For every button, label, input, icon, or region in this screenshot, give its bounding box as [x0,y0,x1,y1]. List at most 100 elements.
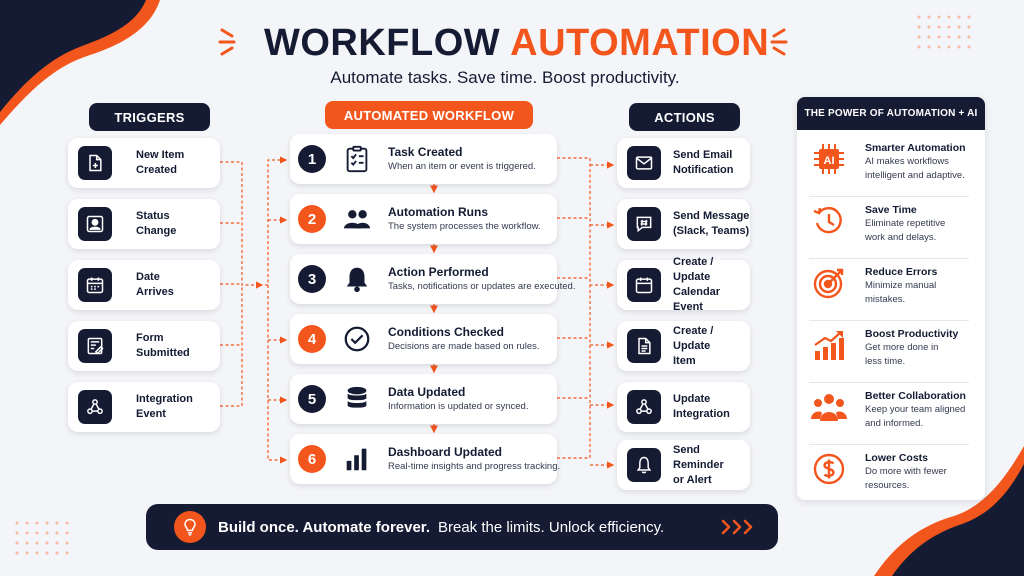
users-icon [340,202,374,236]
step-description: Decisions are made based on rules. [388,341,540,352]
step-number: 6 [298,445,326,473]
banner-text: Break the limits. Unlock efficiency. [438,518,665,536]
action-label: Integration [673,408,730,420]
benefit-desc: less time. [865,356,906,367]
step-description: Real-time insights and progress tracking… [388,461,561,472]
bell-icon [627,448,661,482]
benefit-title: Smarter Automation [865,142,966,154]
trigger-label: Event [136,408,166,420]
action-label: Send Message [673,210,750,222]
benefit-title: Save Time [865,204,917,216]
webhook-icon [627,390,661,424]
action-send-message[interactable]: Send Message (Slack, Teams) [617,199,750,249]
document-icon [627,329,661,363]
team-icon [809,387,849,427]
benefit-desc: Do more with fewer [865,466,947,477]
step-number: 2 [298,205,326,233]
bar-chart-icon [340,442,374,476]
trigger-label: New Item [136,149,185,161]
step-title: Conditions Checked [388,325,505,339]
benefit-title: Lower Costs [865,452,929,464]
step-title: Action Performed [388,265,489,279]
form-icon [78,329,112,363]
document-add-icon [78,146,112,180]
bottom-banner: Build once. Automate forever. Break the … [146,504,778,550]
trigger-label: Arrives [136,286,174,298]
benefit-desc: resources. [865,480,910,491]
benefit-desc: intelligent and adaptive. [865,170,965,181]
action-label: (Slack, Teams) [673,225,750,237]
user-icon [78,207,112,241]
trigger-label: Date [136,271,160,283]
benefit-smarter-automation: AI Smarter Automation AI makes workflows i… [809,139,969,197]
actions-header: ACTIONS [629,103,740,131]
bottom-right-wave-decoration [874,446,1024,576]
top-left-wave-decoration [0,0,160,125]
step-title: Data Updated [388,385,466,399]
lightbulb-icon [174,511,206,543]
action-label: Send Email [673,149,733,161]
action-label: Create / Update [673,256,714,283]
benefit-title: Reduce Errors [865,266,938,278]
trigger-label: Form [136,332,164,344]
action-label: Send Reminder [673,443,724,471]
step-number: 5 [298,385,326,413]
webhook-icon [78,390,112,424]
clock-icon [809,201,849,241]
trigger-label: Status [136,210,170,222]
checklist-icon [340,142,374,176]
mail-icon [627,146,661,180]
trigger-label: Created [136,164,177,176]
action-label: Create / Update [673,324,714,352]
benefit-desc: Eliminate repetitive [865,218,946,229]
spark-right-icon [770,28,788,56]
spark-left-icon [218,28,236,56]
ai-chip-icon: AI [809,139,849,179]
message-icon [627,207,661,241]
benefit-desc: Keep your team aligned [865,404,966,415]
benefit-lower-costs: Lower Costs Do more with fewer resources. [809,449,969,500]
check-circle-icon [340,322,374,356]
workflow-header: AUTOMATED WORKFLOW [325,101,533,129]
benefit-desc: AI makes workflows [865,156,949,167]
trigger-label: Change [136,225,177,237]
step-title: Dashboard Updated [388,445,503,459]
step-number: 3 [298,265,326,293]
benefit-desc: work and delays. [865,232,937,243]
action-label: Calendar Event [673,286,721,313]
benefit-desc: Minimize manual [865,280,937,291]
step-description: The system processes the workflow. [388,221,541,232]
benefit-title: Better Collaboration [865,390,966,402]
growth-chart-icon [809,325,849,365]
title-part-1: WORKFLOW [264,22,501,64]
action-label: or Alert [673,473,712,486]
triggers-header: TRIGGERS [89,103,210,131]
step-description: When an item or event is triggered. [388,161,536,172]
benefit-desc: mistakes. [865,294,906,305]
chevrons-right-icon [721,519,753,535]
action-send-reminder[interactable]: Send Reminder or Alert [617,440,750,490]
benefits-panel-title: THE POWER OF AUTOMATION + AI [797,97,985,130]
trigger-label: Integration [136,393,193,405]
page-subtitle: Automate tasks. Save time. Boost product… [330,68,680,87]
benefit-desc: Get more done in [865,342,939,353]
step-title: Task Created [388,145,463,159]
